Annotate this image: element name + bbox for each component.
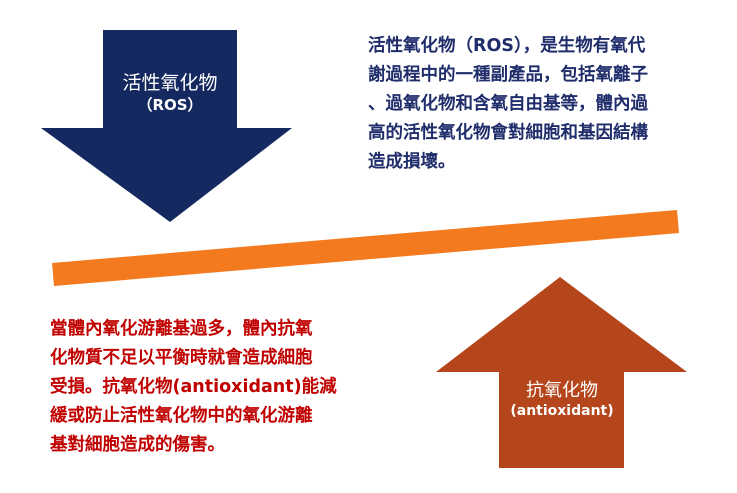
antioxidant-description: 當體內氧化游離基過多，體內抗氧 化物質不足以平衡時就會造成細胞 受損。抗氧化物(…: [50, 315, 380, 460]
ros-description: 活性氧化物（ROS），是生物有氧代 謝過程中的一種副產品，包括氧離子 、過氧化物…: [368, 32, 698, 177]
ros-description-line: 、過氧化物和含氧自由基等，體內過: [368, 94, 648, 114]
antioxidant-description-line: 緩或防止活性氧化物中的氧化游離: [50, 406, 313, 426]
ros-description-line: 高的活性氧化物會對細胞和基因結構: [368, 123, 648, 143]
ros-sublabel: （ROS）: [137, 95, 203, 114]
antioxidant-up-arrow: [436, 277, 687, 468]
ros-down-arrow: [41, 30, 292, 222]
ros-description-line: 活性氧化物（ROS），是生物有氧代: [368, 36, 646, 56]
ros-arrow-label: 活性氧化物 （ROS）: [90, 72, 250, 115]
antioxidant-description-line: 基對細胞造成的傷害。: [50, 435, 225, 455]
ros-description-line: 造成損壞。: [368, 152, 456, 172]
antioxidant-description-line: 受損。抗氧化物(antioxidant)能減: [50, 377, 337, 397]
antioxidant-description-line: 化物質不足以平衡時就會造成細胞: [50, 348, 313, 368]
antioxidant-arrow-label: 抗氧化物 (antioxidant): [488, 380, 636, 420]
antioxidant-sublabel: (antioxidant): [510, 402, 614, 419]
ros-label: 活性氧化物: [122, 72, 218, 94]
antioxidant-description-line: 當體內氧化游離基過多，體內抗氧: [50, 319, 313, 339]
ros-description-line: 謝過程中的一種副產品，包括氧離子: [368, 65, 648, 85]
balance-bar: [52, 210, 679, 286]
antioxidant-label: 抗氧化物: [526, 380, 598, 401]
